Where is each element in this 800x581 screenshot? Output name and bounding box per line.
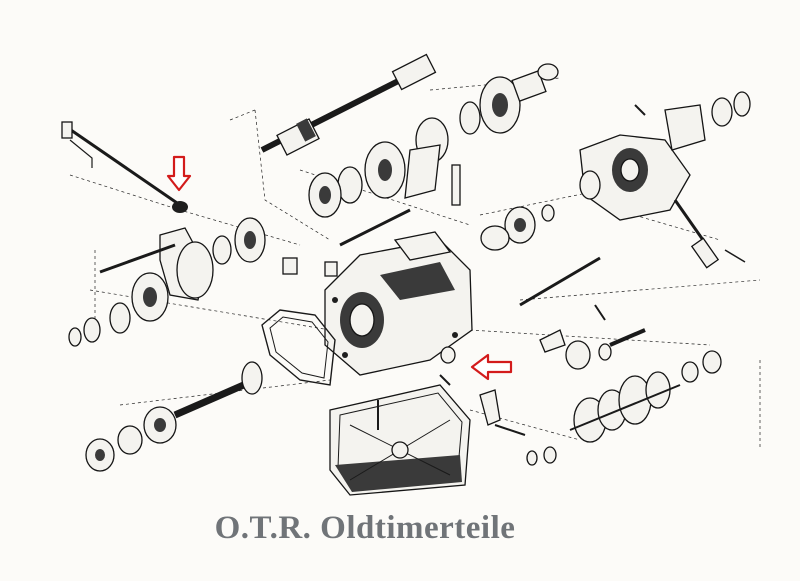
main-shaft [260, 53, 437, 156]
arrow-left-marker [470, 353, 513, 381]
reverse-lever-parts [439, 329, 566, 436]
gearbox-housing [324, 231, 473, 376]
rear-housing [579, 91, 751, 221]
arrow-down-marker [166, 155, 192, 192]
layshaft-cluster [526, 328, 722, 466]
shift-rod-upper [61, 121, 188, 213]
speedo-drive [673, 199, 746, 269]
oil-pan [329, 384, 471, 496]
housing-gasket [261, 309, 336, 386]
middle-bearings [480, 204, 555, 251]
input-shaft [85, 361, 263, 472]
selector-rods [282, 208, 606, 321]
upper-gear-set [308, 63, 559, 218]
watermark-text: O.T.R. Oldtimerteile [214, 510, 516, 546]
left-gear-cluster [68, 217, 266, 347]
